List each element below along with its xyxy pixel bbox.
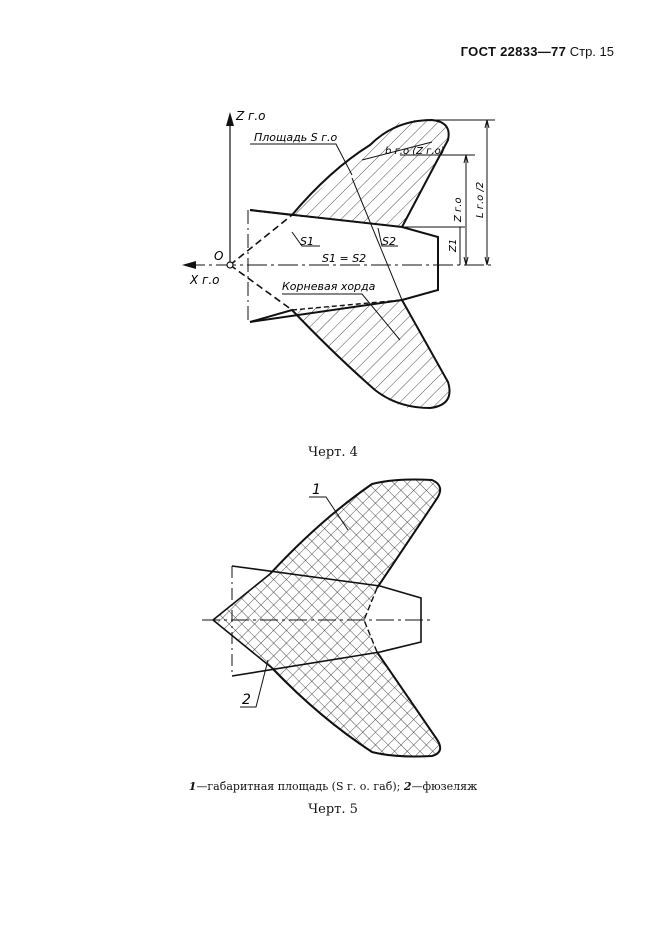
- s2-leader: [377, 227, 398, 247]
- z-axis-arrow: [226, 112, 234, 126]
- s1-leader: [291, 231, 320, 247]
- chord-label: b г.о (Z г.о): [385, 146, 445, 157]
- origin-label: O: [214, 249, 223, 263]
- dim-l-label: L г.о /2: [475, 182, 486, 218]
- fuselage-outline: [249, 209, 439, 323]
- callout-2-label: 2: [242, 692, 251, 708]
- figure-5-drawing: 1 2: [202, 478, 442, 758]
- origin-point: [226, 261, 234, 269]
- lower-wing-outline: [249, 299, 451, 410]
- upper-root-dashed: [291, 214, 403, 228]
- s1-label: S1: [300, 235, 314, 248]
- fig5-lower-wing: [271, 651, 442, 758]
- chord-dim-line: [361, 141, 433, 161]
- upper-wing-hatch: [292, 120, 449, 227]
- upper-wing-outline: [249, 118, 450, 228]
- page-header: ГОСТ 22833—77 Стр. 15: [461, 44, 614, 59]
- lower-wing-hatch: [292, 300, 449, 408]
- x-axis-label: X г.о: [189, 273, 220, 287]
- mean-chord-line: [351, 177, 403, 301]
- page-number: Стр. 15: [569, 44, 614, 59]
- figure-4-caption: Черт. 4: [308, 445, 358, 460]
- figure-4-drawing: Z г.о X г.о O Площадь S г.о b г.о (Z г.о…: [182, 109, 495, 410]
- callout-2-leader: [240, 659, 269, 708]
- fig5-upper-wing: [269, 478, 442, 589]
- fig5-gabarit-boundary: [212, 573, 273, 669]
- legend-item-1-text: —габаритная площадь (S г. о. габ);: [196, 780, 401, 793]
- dim-z1-label: Z1: [448, 239, 459, 253]
- root-chord-leader: [282, 293, 401, 341]
- fig5-root-dashed: [363, 587, 378, 653]
- legend-item-2-text: —фюзеляж: [411, 780, 478, 793]
- area-leader: [250, 143, 353, 176]
- lower-projection-dashed: [229, 264, 293, 311]
- s2-label: S2: [382, 235, 396, 248]
- z-axis-label: Z г.о: [235, 109, 266, 123]
- lower-root-dashed: [291, 299, 403, 311]
- area-label: Площадь S г.о: [254, 131, 337, 144]
- dim-z-label: Z г.о: [453, 197, 464, 223]
- figure-5-caption: Черт. 5: [308, 802, 358, 817]
- x-axis-arrow: [182, 261, 196, 269]
- figure-5-legend: 1—габаритная площадь (S г. о. габ); 2—фю…: [0, 780, 666, 793]
- dim-z-arrows: [463, 154, 469, 266]
- root-chord-label: Корневая хорда: [282, 280, 376, 293]
- callout-1-label: 1: [312, 482, 321, 498]
- gabarit-area-hatch: [213, 479, 441, 757]
- legend-item-2-number: 2: [403, 780, 412, 793]
- standard-number: ГОСТ 22833—77: [460, 44, 567, 59]
- callout-1-leader: [309, 496, 349, 531]
- dim-l-arrows: [484, 119, 490, 266]
- upper-projection-dashed: [229, 214, 293, 266]
- s-equal-label: S1 = S2: [322, 252, 366, 265]
- legend-item-1-number: 1: [188, 780, 197, 793]
